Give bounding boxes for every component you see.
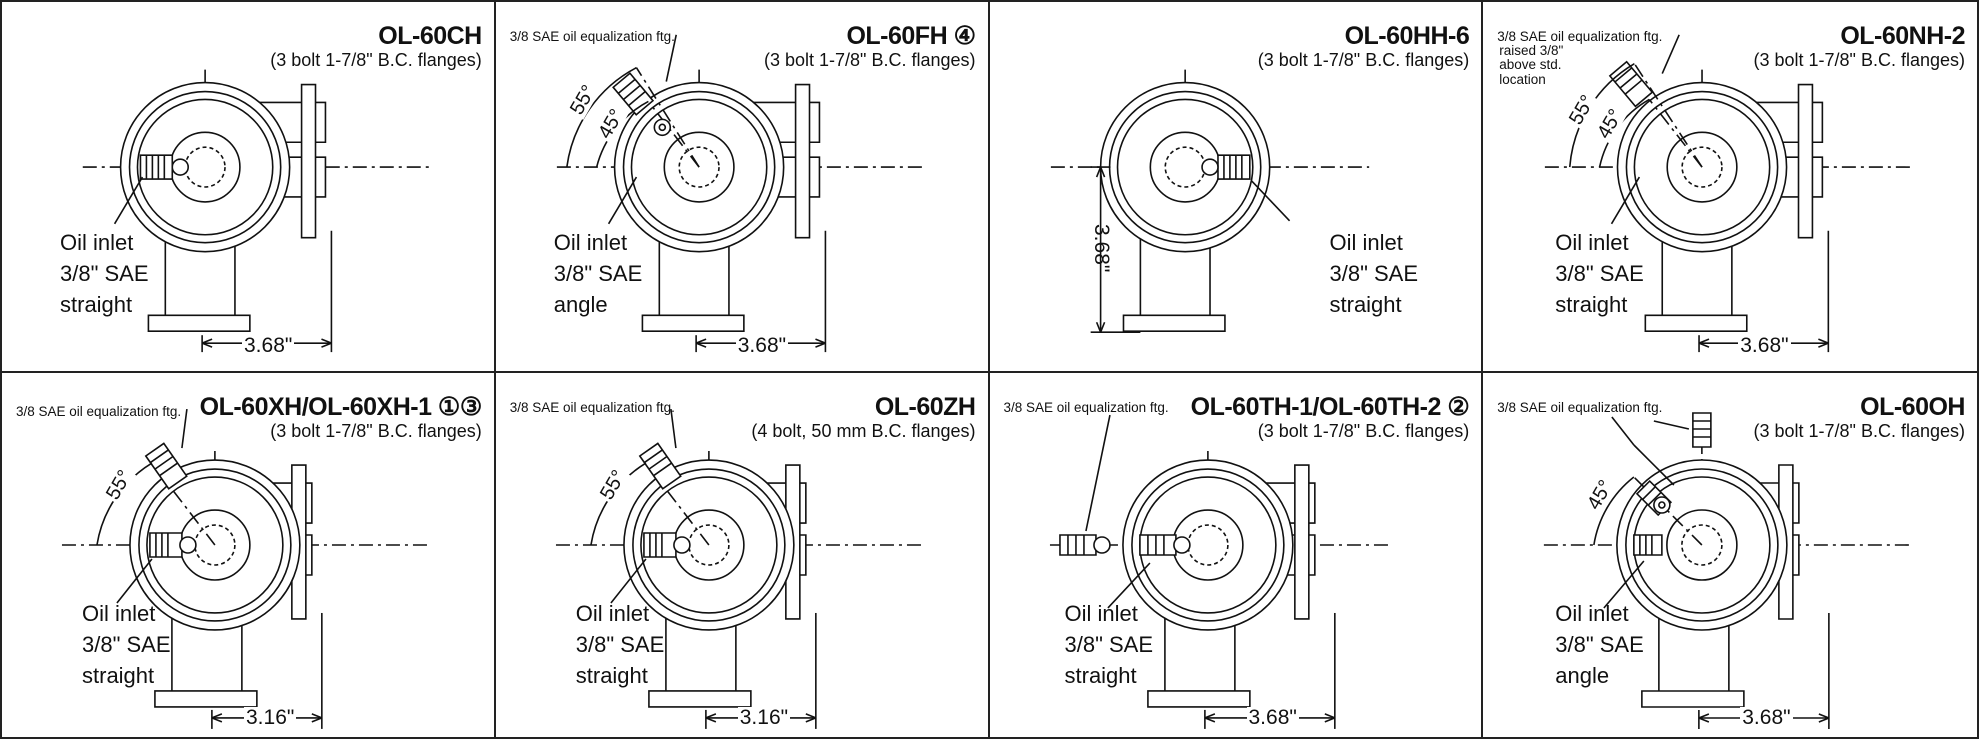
oil-inlet-callout: Oil inlet 3/8" SAE straight bbox=[576, 598, 665, 691]
panel-ol-60oh: 3/8 SAE oil equalization ftg. 45° OL-60O… bbox=[1483, 373, 1977, 739]
inlet-line-2: 3/8" SAE bbox=[60, 261, 149, 286]
oil-inlet-callout: Oil inlet 3/8" SAE straight bbox=[82, 598, 171, 691]
inlet-line-1: Oil inlet bbox=[553, 230, 628, 255]
flange-spec: (3 bolt 1-7/8" B.C. flanges) bbox=[1753, 421, 1966, 441]
note-line-2: above std. bbox=[1499, 57, 1562, 73]
model-label: OL-60CH (3 bolt 1-7/8" B.C. flanges) bbox=[270, 22, 482, 70]
note-line-1: raised 3/8" bbox=[1499, 43, 1564, 59]
regulator-drawing bbox=[1483, 373, 1977, 739]
dimension-label: 3.68" bbox=[1738, 334, 1791, 357]
flange-spec: (3 bolt 1-7/8" B.C. flanges) bbox=[1753, 50, 1966, 70]
model-name: OL-60TH-1/OL-60TH-2 ② bbox=[1190, 393, 1470, 421]
regulator-drawing bbox=[990, 373, 1482, 739]
note-line-3: location bbox=[1499, 71, 1546, 87]
inlet-line-3: angle bbox=[1555, 663, 1610, 688]
model-name: OL-60CH bbox=[378, 22, 482, 50]
oil-inlet-callout: Oil inlet 3/8" SAE angle bbox=[1555, 598, 1644, 691]
equalization-note: raised 3/8" above std. location bbox=[1497, 43, 1662, 87]
model-label: OL-60NH-2 (3 bolt 1-7/8" B.C. flanges) bbox=[1753, 22, 1966, 70]
flange-spec: (3 bolt 1-7/8" B.C. flanges) bbox=[1257, 50, 1470, 70]
dimension-label: 3.68" bbox=[1246, 706, 1299, 729]
equalization-fitting-label: 3/8 SAE oil equalization ftg. raised 3/8… bbox=[1497, 29, 1663, 87]
flange-spec: (4 bolt, 50 mm B.C. flanges) bbox=[751, 421, 976, 441]
oil-inlet-callout: Oil inlet 3/8" SAE straight bbox=[1065, 598, 1154, 691]
inlet-line-1: Oil inlet bbox=[1555, 601, 1629, 626]
oil-inlet-callout: Oil inlet 3/8" SAE angle bbox=[554, 227, 643, 320]
model-label: OL-60OH (3 bolt 1-7/8" B.C. flanges) bbox=[1753, 393, 1966, 441]
inlet-line-1: Oil inlet bbox=[1329, 230, 1403, 255]
model-name: OL-60FH ④ bbox=[846, 22, 976, 50]
inlet-line-2: 3/8" SAE bbox=[1064, 632, 1154, 657]
model-label: OL-60TH-1/OL-60TH-2 ② (3 bolt 1-7/8" B.C… bbox=[1190, 393, 1470, 441]
panel-ol-60th: 3/8 SAE oil equalization ftg. OL-60TH-1/… bbox=[990, 373, 1484, 739]
regulator-drawing bbox=[990, 2, 1482, 371]
oil-inlet-callout: Oil inlet 3/8" SAE straight bbox=[60, 227, 149, 320]
inlet-line-3: straight bbox=[60, 292, 133, 317]
dimension-label: 3.68" bbox=[242, 334, 295, 357]
model-name: OL-60XH/OL-60XH-1 ①③ bbox=[199, 393, 483, 421]
oil-inlet-callout: Oil inlet 3/8" SAE straight bbox=[1555, 227, 1644, 320]
panel-ol-60xh: 3/8 SAE oil equalization ftg. 55° OL-60X… bbox=[2, 373, 496, 739]
inlet-line-3: straight bbox=[1555, 292, 1628, 317]
flange-spec: (3 bolt 1-7/8" B.C. flanges) bbox=[270, 421, 482, 441]
model-name: OL-60ZH bbox=[874, 393, 976, 421]
regulator-drawing bbox=[1483, 2, 1977, 371]
model-name: OL-60OH bbox=[1860, 393, 1965, 421]
flange-spec: (3 bolt 1-7/8" B.C. flanges) bbox=[764, 50, 976, 70]
inlet-line-1: Oil inlet bbox=[82, 601, 156, 626]
oil-inlet-callout: Oil inlet 3/8" SAE straight bbox=[1330, 227, 1419, 320]
inlet-line-2: 3/8" SAE bbox=[82, 632, 171, 657]
equalization-fitting-label: 3/8 SAE oil equalization ftg. bbox=[1003, 400, 1169, 415]
inlet-line-3: straight bbox=[1064, 663, 1137, 688]
regulator-drawing bbox=[2, 373, 494, 739]
inlet-line-1: Oil inlet bbox=[1064, 601, 1138, 626]
dimension-label: 3.68" bbox=[1089, 224, 1113, 273]
inlet-line-3: straight bbox=[1329, 292, 1402, 317]
regulator-drawing bbox=[2, 2, 494, 371]
equalization-fitting-label: 3/8 SAE oil equalization ftg. bbox=[509, 400, 675, 415]
dimension-label: 3.16" bbox=[244, 706, 297, 729]
inlet-line-2: 3/8" SAE bbox=[1555, 632, 1644, 657]
inlet-line-1: Oil inlet bbox=[60, 230, 134, 255]
inlet-line-1: Oil inlet bbox=[1555, 230, 1629, 255]
dimension-label: 3.68" bbox=[735, 334, 789, 357]
model-label: OL-60HH-6 (3 bolt 1-7/8" B.C. flanges) bbox=[1257, 22, 1470, 70]
panel-ol-60zh: 3/8 SAE oil equalization ftg. 55° OL-60Z… bbox=[496, 373, 990, 739]
model-name: OL-60HH-6 bbox=[1344, 22, 1470, 50]
panel-ol-60fh: 3/8 SAE oil equalization ftg. 55° 45° OL… bbox=[495, 2, 990, 373]
regulator-drawing bbox=[496, 373, 988, 739]
inlet-line-3: angle bbox=[553, 292, 608, 317]
regulator-drawing bbox=[496, 2, 988, 371]
flange-spec: (3 bolt 1-7/8" B.C. flanges) bbox=[270, 50, 482, 70]
model-label: OL-60FH ④ (3 bolt 1-7/8" B.C. flanges) bbox=[764, 22, 976, 70]
panel-ol-60nh-2: 3/8 SAE oil equalization ftg. raised 3/8… bbox=[1483, 2, 1977, 373]
inlet-line-2: 3/8" SAE bbox=[1329, 261, 1419, 286]
dimension-label: 3.16" bbox=[737, 706, 791, 729]
inlet-line-2: 3/8" SAE bbox=[1555, 261, 1644, 286]
model-name: OL-60NH-2 bbox=[1840, 22, 1965, 50]
inlet-line-2: 3/8" SAE bbox=[575, 632, 665, 657]
equalization-fitting-label: 3/8 SAE oil equalization ftg. bbox=[509, 29, 675, 44]
inlet-line-3: straight bbox=[575, 663, 648, 688]
panel-ol-60hh-6: OL-60HH-6 (3 bolt 1-7/8" B.C. flanges) O… bbox=[989, 2, 1484, 373]
inlet-line-2: 3/8" SAE bbox=[553, 261, 643, 286]
model-label: OL-60XH/OL-60XH-1 ①③ (3 bolt 1-7/8" B.C.… bbox=[199, 393, 483, 441]
panel-ol-60ch: OL-60CH (3 bolt 1-7/8" B.C. flanges) Oil… bbox=[2, 2, 496, 373]
equalization-text: 3/8 SAE oil equalization ftg. bbox=[1497, 29, 1663, 44]
dimension-label: 3.68" bbox=[1740, 706, 1793, 729]
model-label: OL-60ZH (4 bolt, 50 mm B.C. flanges) bbox=[751, 393, 976, 441]
equalization-fitting-label: 3/8 SAE oil equalization ftg. bbox=[16, 404, 182, 419]
inlet-line-3: straight bbox=[82, 663, 155, 688]
equalization-fitting-label: 3/8 SAE oil equalization ftg. bbox=[1497, 400, 1663, 415]
flange-spec: (3 bolt 1-7/8" B.C. flanges) bbox=[1257, 421, 1470, 441]
inlet-line-1: Oil inlet bbox=[575, 601, 650, 626]
